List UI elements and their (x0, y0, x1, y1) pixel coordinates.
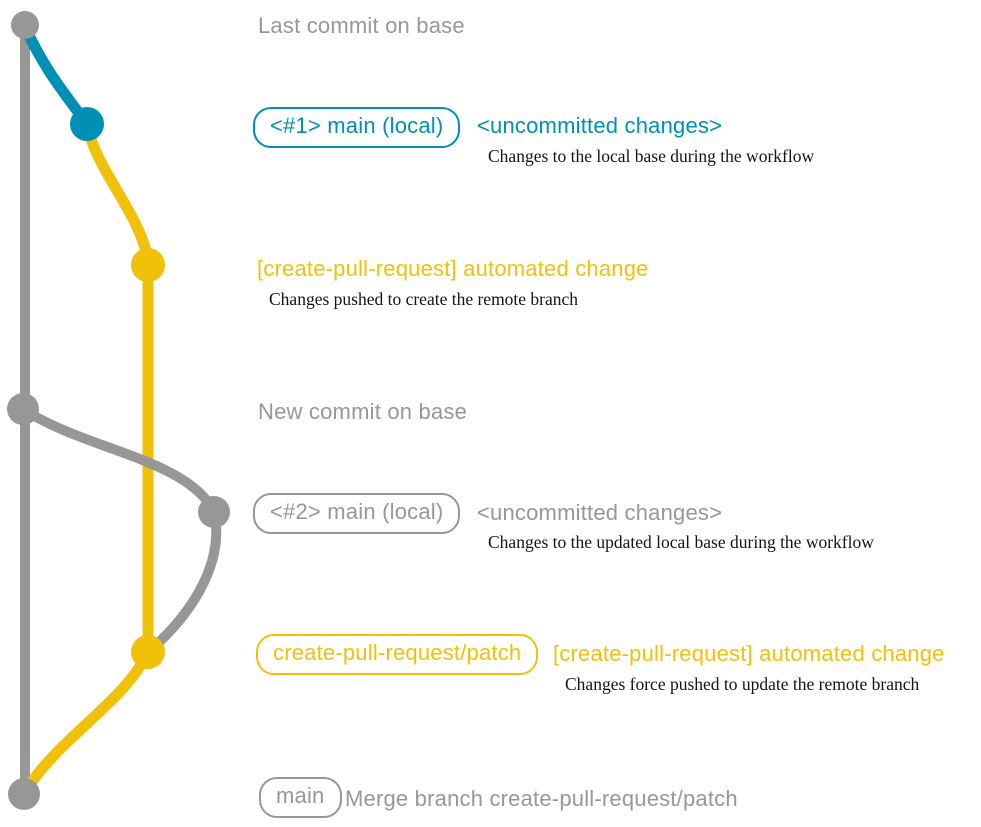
commit-dot-automated-change-1 (131, 248, 165, 282)
commit-title-uncommitted-changes-1: <uncommitted changes> (477, 113, 723, 138)
commit-dot-last-base (11, 11, 39, 39)
label-last-commit-on-base: Last commit on base (258, 13, 465, 38)
rebase-in-line (143, 506, 222, 657)
commit-dot-new-base (7, 393, 39, 425)
rebase-out-line (18, 404, 219, 516)
commit-title-automated-change-1: [create-pull-request] automated change (257, 256, 649, 281)
patch-branch-line (81, 122, 154, 652)
git-graph (7, 11, 230, 810)
commit-description-4: Changes force pushed to update the remot… (565, 674, 920, 694)
commit-dot-merge (8, 778, 40, 810)
branch-badge-main-local-2: <#2> main (local) (253, 493, 461, 534)
branch-badge-main-local-1: <#1> main (local) (253, 107, 461, 148)
commit-dot-local-main-2 (198, 496, 230, 528)
commit-title-uncommitted-changes-2: <uncommitted changes> (477, 500, 723, 525)
merge-line (19, 646, 154, 798)
commit-dot-local-main-1 (70, 107, 104, 141)
local-main-branch-line (19, 21, 93, 130)
label-new-commit-on-base: New commit on base (258, 399, 468, 424)
commit-title-automated-change-2: [create-pull-request] automated change (553, 641, 945, 666)
branch-badge-main: main (259, 777, 342, 818)
commit-description-3: Changes to the updated local base during… (488, 532, 874, 552)
commit-description-2: Changes pushed to create the remote bran… (269, 289, 579, 309)
branch-badge-create-pull-request-patch: create-pull-request/patch (256, 634, 539, 675)
commit-dot-automated-change-2 (131, 635, 165, 669)
merge-commit-message: Merge branch create-pull-request/patch (345, 786, 738, 811)
commit-description-1: Changes to the local base during the wor… (488, 146, 815, 166)
